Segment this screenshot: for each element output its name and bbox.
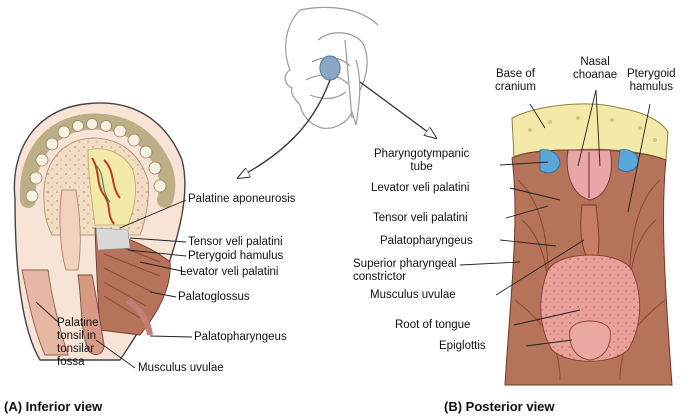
label-musculus-uvulae-b: Musculus uvulae: [370, 289, 456, 301]
label-superior-pharyngeal-constrictor: Superior pharyngeal constrictor: [353, 258, 457, 283]
posterior-view-leader-lines: [459, 89, 651, 347]
caption-inferior-view: (A) Inferior view: [4, 399, 103, 414]
label-tensor-veli-palatini-b: Tensor veli palatini: [373, 212, 468, 224]
label-musculus-uvulae-a: Musculus uvulae: [138, 362, 224, 374]
label-levator-veli-palatini-b: Levator veli palatini: [371, 182, 470, 194]
caption-posterior-view: (B) Posterior view: [444, 399, 555, 414]
label-tensor-veli-palatini-a: Tensor veli palatini: [188, 236, 283, 248]
label-pterygoid-hamulus-a: Pterygoid hamulus: [188, 250, 284, 262]
arrow-to-posterior-view: [359, 81, 436, 138]
label-palatopharyngeus-b: Palatopharyngeus: [380, 235, 473, 247]
label-base-of-cranium: Base of cranium: [495, 68, 536, 93]
label-pharyngotympanic-tube: Pharyngotympanic tube: [374, 148, 470, 173]
posterior-view-illustration: [504, 103, 673, 386]
inferior-view-illustration: [13, 102, 186, 361]
label-palatine-tonsil: Palatine tonsil in tonsilar fossa: [57, 317, 99, 368]
label-nasal-choanae: Nasal choanae: [573, 56, 618, 81]
arrow-to-inferior-view: [238, 79, 331, 178]
label-levator-veli-palatini-a: Levator veli palatini: [180, 266, 279, 278]
label-root-of-tongue: Root of tongue: [395, 319, 471, 331]
inferior-view-leader-lines: [35, 199, 193, 369]
label-palatopharyngeus-a: Palatopharyngeus: [194, 331, 287, 343]
label-epiglottis: Epiglottis: [439, 340, 486, 352]
label-pterygoid-hamulus-b: Pterygoid hamulus: [627, 68, 676, 93]
label-palatine-aponeurosis: Palatine aponeurosis: [188, 193, 296, 205]
label-palatoglossus: Palatoglossus: [178, 291, 250, 303]
sagittal-head-sketch: [284, 6, 379, 129]
